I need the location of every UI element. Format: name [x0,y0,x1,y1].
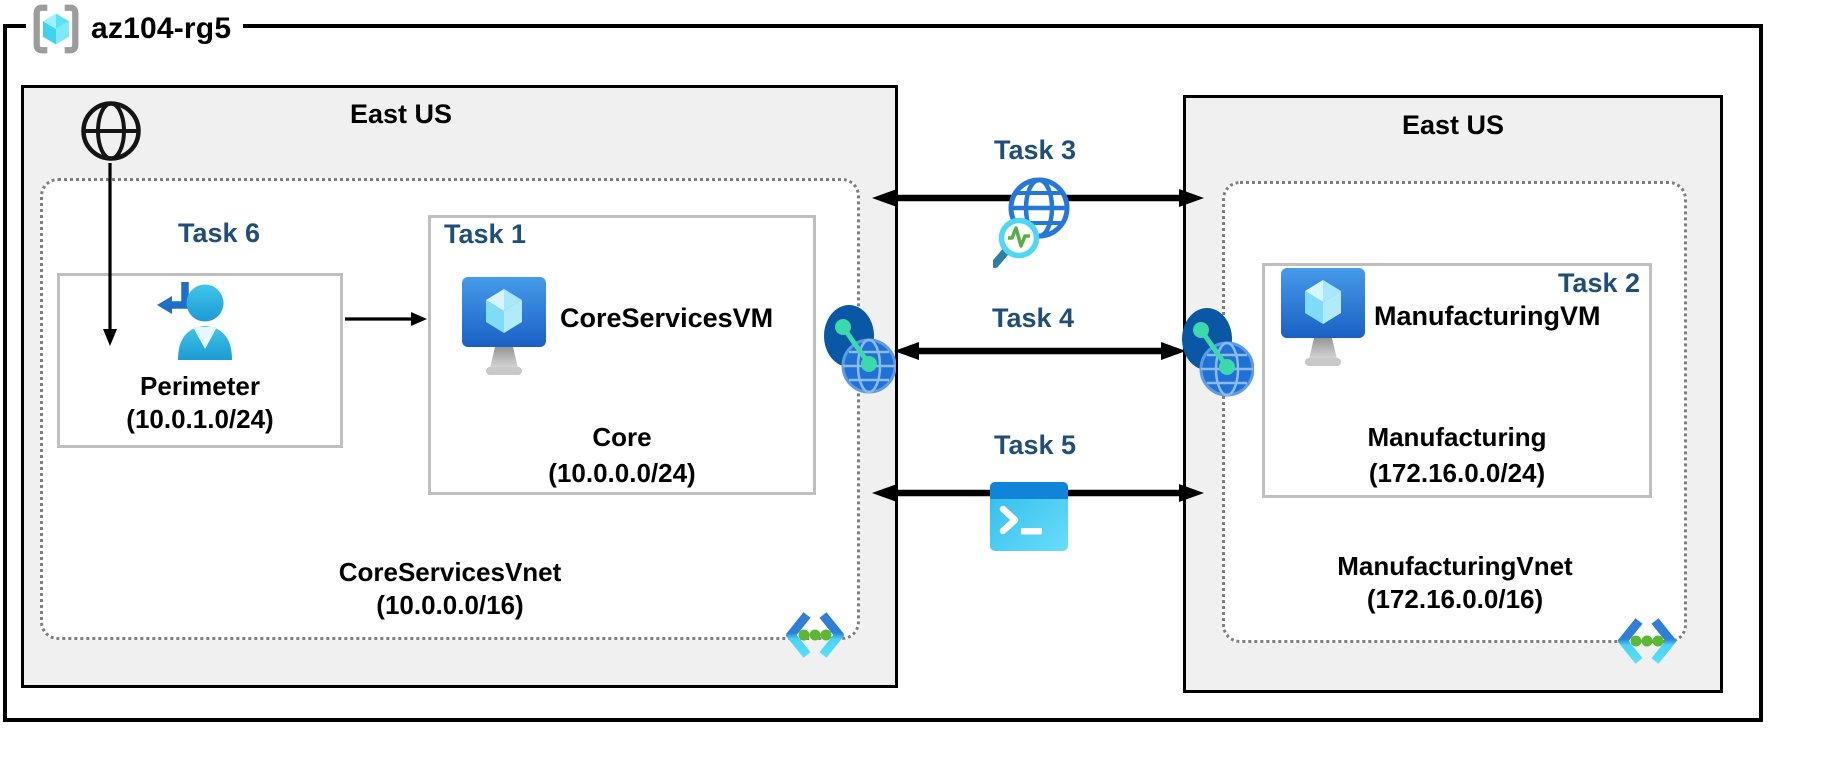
virtual-network-icon [786,610,844,660]
manufacturing-subnet-name: Manufacturing [1367,422,1547,452]
resource-group-name: az104-rg5 [91,12,232,45]
virtual-machine-icon [462,277,546,377]
resource-group-label: az104-rg5 [26,0,244,58]
task-1-label: Task 1 [444,219,527,249]
core-subnet-box [428,215,816,495]
manufacturing-vnet-cidr: (172.16.0.0/16) [1366,584,1544,614]
manufacturing-subnet-label: Manufacturing (172.16.0.0/24) [1262,419,1652,491]
perimeter-subnet-cidr: (10.0.1.0/24) [126,404,274,434]
cloud-shell-icon [990,479,1068,551]
core-vnet-cidr: (10.0.0.0/16) [376,590,524,620]
task-6-label: Task 6 [177,218,261,248]
task-2-label: Task 2 [1557,268,1640,298]
guest-user-icon [156,276,236,364]
manufacturing-vnet-label: ManufacturingVnet (172.16.0.0/16) [1255,550,1655,616]
core-vnet-label: CoreServicesVnet (10.0.0.0/16) [250,556,650,622]
virtual-network-icon [1618,616,1676,666]
task-3-label: Task 3 [993,135,1077,165]
perimeter-subnet-label: Perimeter (10.0.1.0/24) [57,370,343,436]
virtual-machine-icon [1281,268,1365,368]
right-region-title: East US [1401,110,1505,140]
core-vm-name: CoreServicesVM [560,303,774,333]
manufacturing-vm-name: ManufacturingVM [1374,301,1601,331]
core-subnet-cidr: (10.0.0.0/24) [548,458,696,488]
vnet-peering-icon [1182,308,1254,400]
left-region-title: East US [349,99,453,129]
task-5-label: Task 5 [993,430,1077,460]
core-subnet-label: Core (10.0.0.0/24) [428,419,816,491]
core-subnet-name: Core [592,422,652,452]
manufacturing-vnet-name: ManufacturingVnet [1337,551,1573,581]
manufacturing-subnet-cidr: (172.16.0.0/24) [1368,458,1546,488]
globe-icon [80,100,142,162]
perimeter-subnet-box [57,273,343,448]
resource-group-cube-icon [28,1,84,57]
network-watcher-icon [993,176,1077,288]
task-4-label: Task 4 [991,303,1075,333]
core-vnet-name: CoreServicesVnet [338,557,562,587]
vnet-peering-icon [824,305,896,397]
perimeter-subnet-name: Perimeter [140,371,260,401]
